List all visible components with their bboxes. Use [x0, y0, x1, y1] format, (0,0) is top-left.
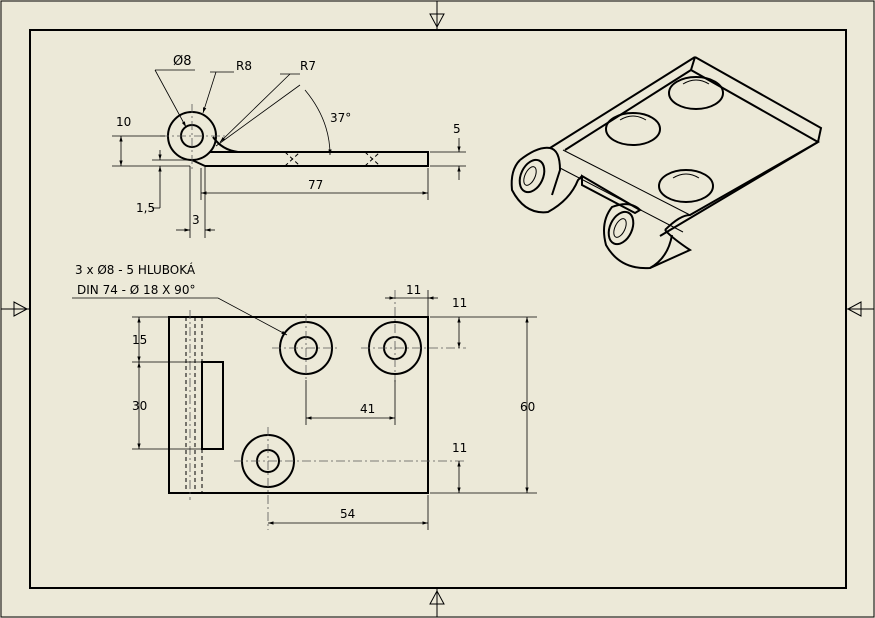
front-view: Ø8 R8 R7 37° 10 1,5 3 77 — [112, 54, 466, 238]
hole-note-line-2: DIN 74 - Ø 18 X 90° — [77, 283, 195, 297]
hole-note-line-1: 3 x Ø8 - 5 HLUBOKÁ — [75, 262, 196, 277]
label-dim-30: 30 — [132, 399, 147, 413]
label-dim-10: 10 — [116, 115, 131, 129]
label-dim-3: 3 — [192, 213, 200, 227]
drawing-frame — [29, 29, 847, 589]
label-dim-11-top: 11 — [406, 283, 421, 297]
label-dim-1-5: 1,5 — [136, 201, 155, 215]
label-dim-41: 41 — [360, 402, 375, 416]
plate-outline — [205, 136, 429, 167]
label-dim-5: 5 — [453, 122, 461, 136]
top-view: 3 x Ø8 - 5 HLUBOKÁ DIN 74 - Ø 18 X 90° 1… — [72, 262, 537, 530]
label-dim-77: 77 — [308, 178, 323, 192]
centering-mark-bottom — [429, 588, 445, 617]
label-angle-37: 37° — [330, 111, 351, 125]
label-r8: R8 — [236, 59, 252, 73]
label-r7: R7 — [300, 59, 316, 73]
centering-mark-top — [429, 1, 445, 30]
label-dia-8: Ø8 — [173, 54, 192, 69]
isometric-view — [510, 56, 823, 270]
label-dim-60: 60 — [520, 400, 535, 414]
label-dim-11-lower: 11 — [452, 441, 467, 455]
label-dim-15: 15 — [132, 333, 147, 347]
label-dim-11-right: 11 — [452, 296, 467, 310]
label-dim-54: 54 — [340, 507, 355, 521]
plate-top-outline — [168, 316, 429, 494]
centering-mark-right — [846, 301, 874, 317]
cutout-notch — [201, 361, 224, 450]
centering-mark-left — [1, 301, 30, 317]
eye-outer-circle — [167, 111, 217, 161]
